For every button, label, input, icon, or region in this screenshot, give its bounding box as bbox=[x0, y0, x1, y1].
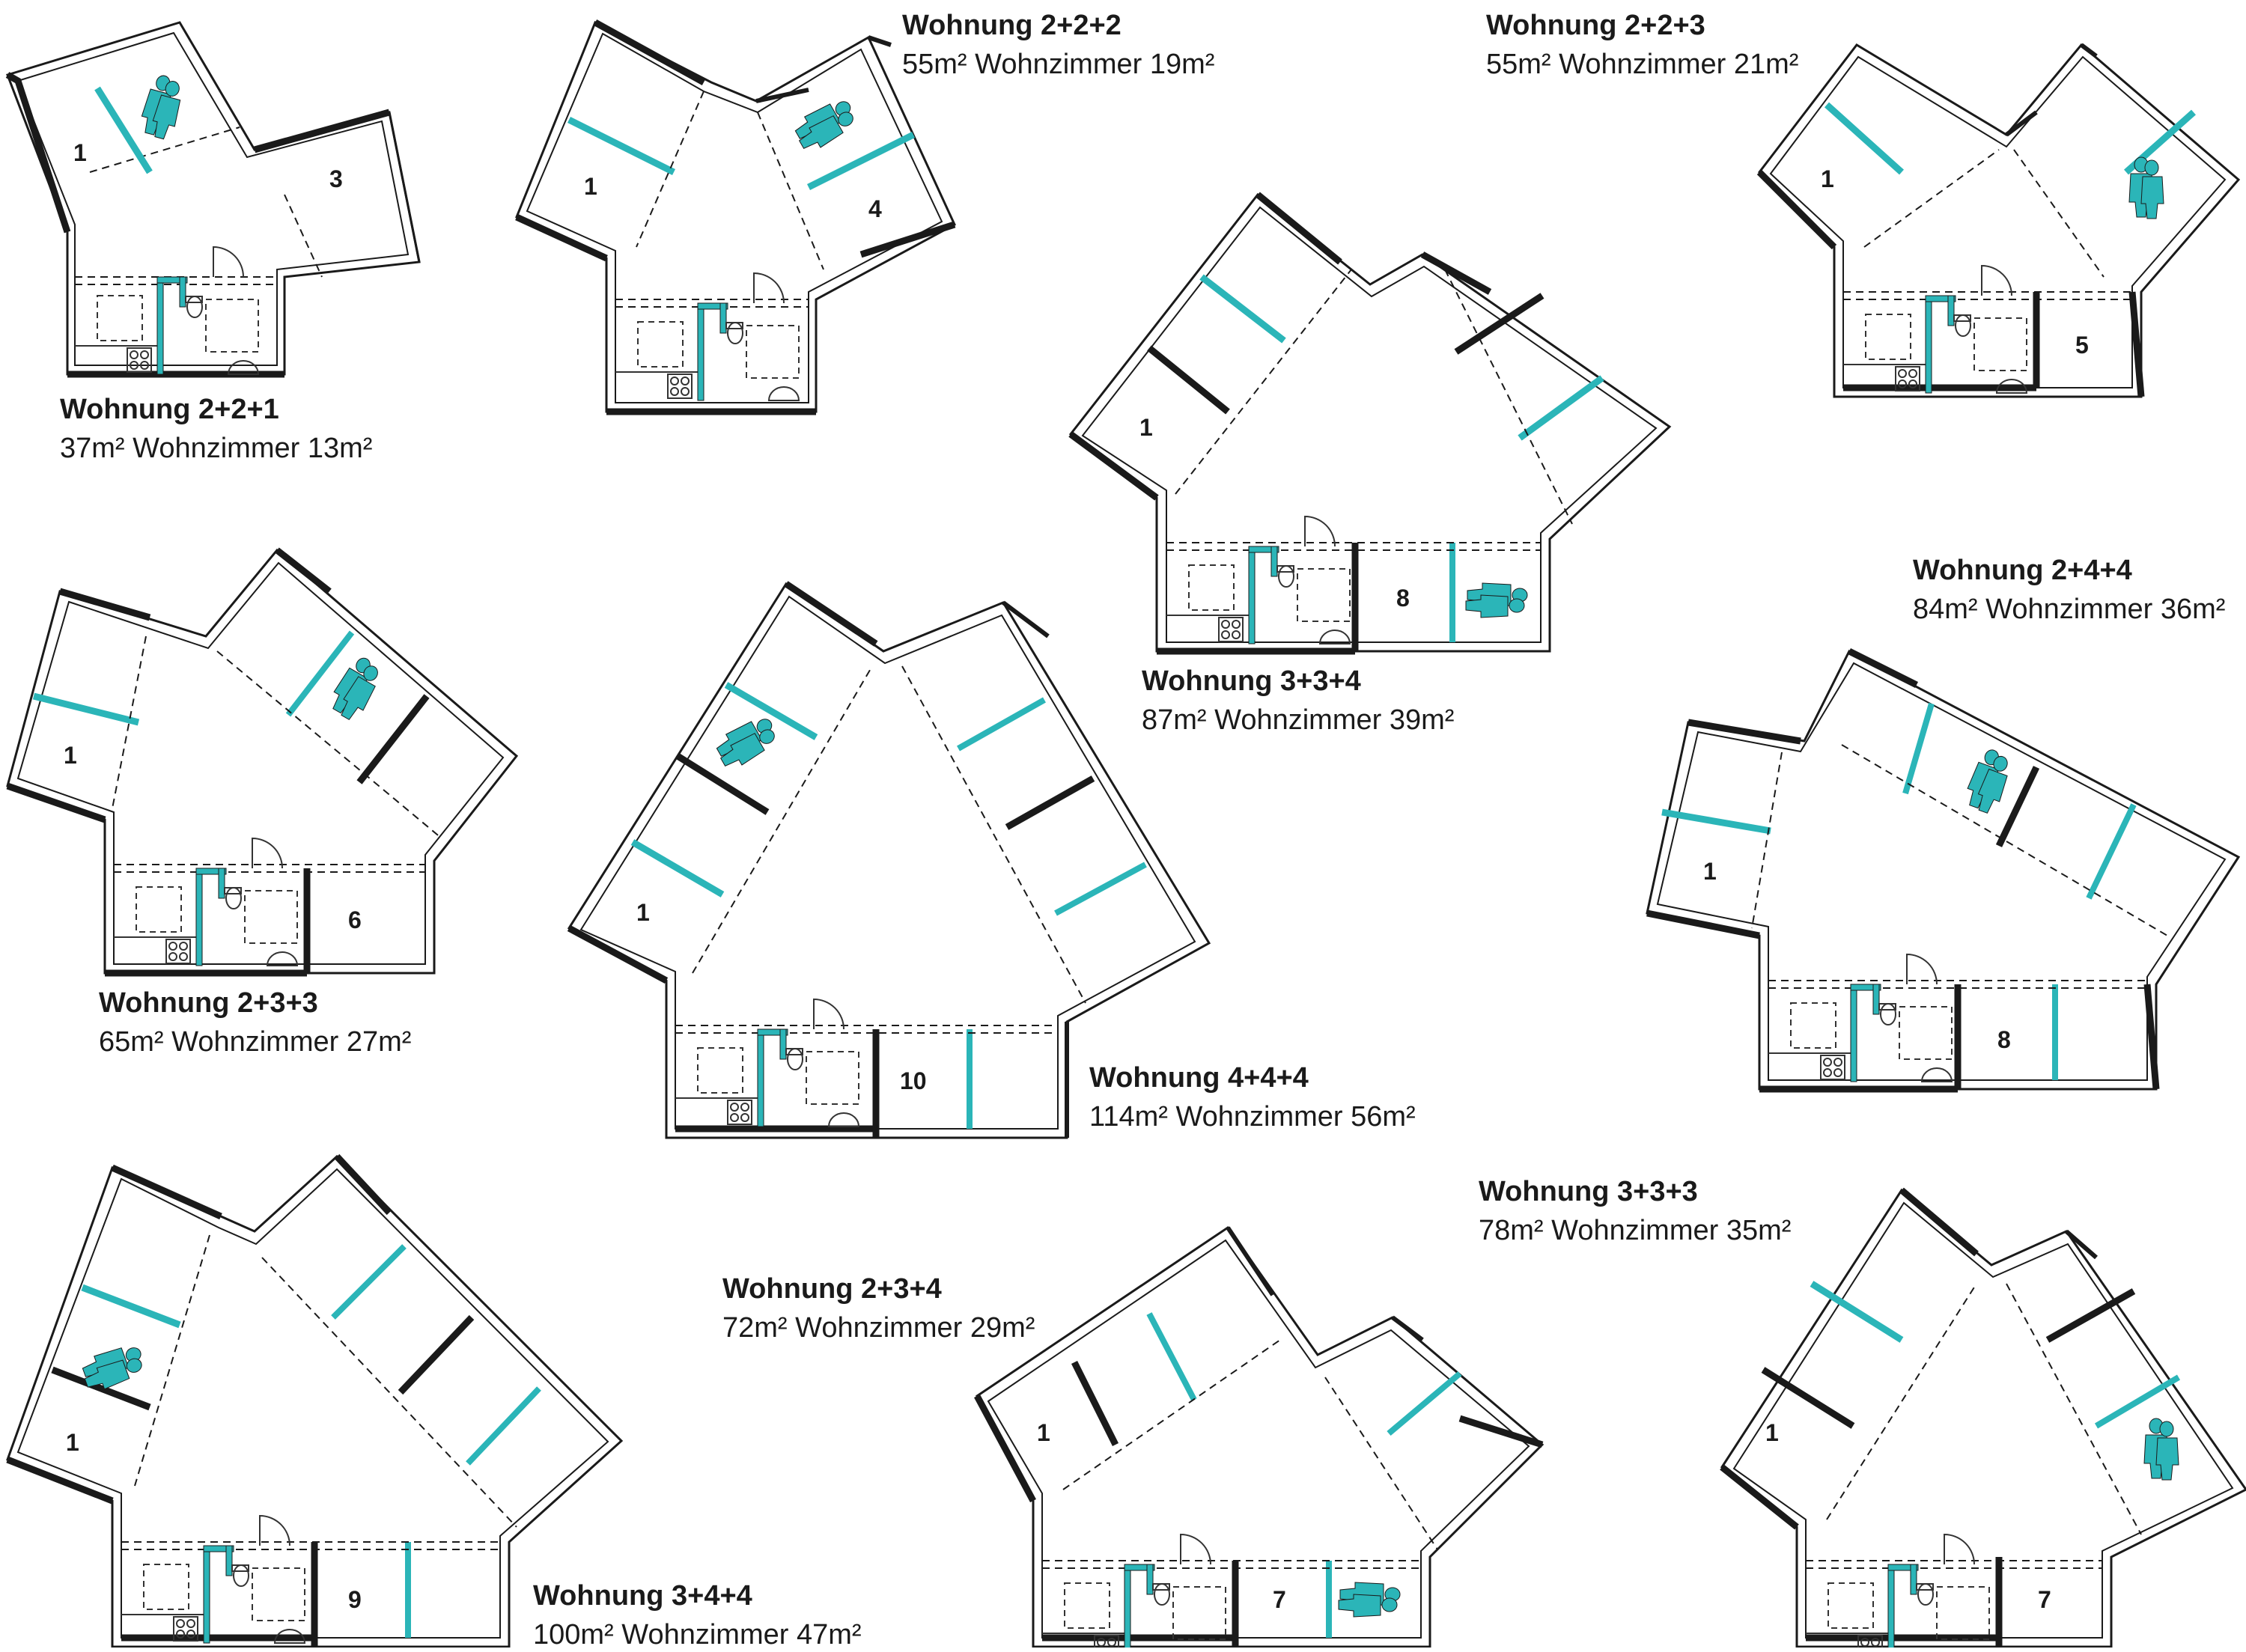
room-number: 1 bbox=[66, 1429, 79, 1456]
unit-title: Wohnung 2+3+4 bbox=[722, 1273, 942, 1305]
room-number: 1 bbox=[1139, 414, 1153, 441]
unit-area: 72m² bbox=[722, 1311, 788, 1344]
room-number: 5 bbox=[2075, 332, 2089, 359]
plan-2-2-1: 1 3 bbox=[5, 21, 421, 378]
room-number: 1 bbox=[1037, 1419, 1050, 1446]
unit-area: 65m² bbox=[99, 1025, 164, 1058]
unit-title: Wohnung 2+2+2 bbox=[902, 10, 1122, 41]
unit-title: Wohnung 3+3+3 bbox=[1479, 1176, 1698, 1207]
unit-living: Wohnzimmer 29m² bbox=[795, 1311, 1035, 1344]
unit-living: Wohnzimmer 35m² bbox=[1551, 1214, 1792, 1246]
unit-living: Wohnzimmer 36m² bbox=[1985, 593, 2226, 625]
unit-area: 114m² bbox=[1089, 1100, 1168, 1133]
room-number: 1 bbox=[1821, 165, 1834, 192]
room-number: 4 bbox=[868, 195, 882, 222]
room-number: 10 bbox=[900, 1067, 927, 1094]
unit-title: Wohnung 3+3+4 bbox=[1142, 665, 1361, 697]
caption-4-4-4: Wohnung 4+4+4 114m² Wohnzimmer 56m² bbox=[1089, 1061, 1416, 1134]
caption-2-3-3: Wohnung 2+3+3 65m² Wohnzimmer 27m² bbox=[99, 987, 411, 1059]
room-number: 7 bbox=[2038, 1586, 2051, 1613]
room-number: 6 bbox=[348, 906, 362, 933]
room-number: 1 bbox=[1703, 858, 1717, 885]
unit-area: 87m² bbox=[1142, 704, 1207, 736]
unit-area: 84m² bbox=[1913, 593, 1978, 625]
room-number: 3 bbox=[329, 165, 343, 192]
caption-2-4-4: Wohnung 2+4+4 84m² Wohnzimmer 36m² bbox=[1913, 554, 2225, 627]
unit-living: Wohnzimmer 21m² bbox=[1559, 48, 1799, 80]
plan-2-4-4: 1 8 bbox=[1646, 647, 2241, 1093]
room-number: 1 bbox=[64, 742, 77, 769]
unit-area: 55m² bbox=[1486, 48, 1551, 80]
plan-2-3-3: 1 6 bbox=[6, 547, 519, 977]
room-number: 8 bbox=[1997, 1026, 2011, 1053]
plan-2-3-4: 1 7 bbox=[974, 1225, 1544, 1648]
plan-3-3-4: 1 8 bbox=[1068, 192, 1672, 655]
unit-area: 55m² bbox=[902, 48, 967, 80]
room-number: 7 bbox=[1273, 1586, 1286, 1613]
caption-2-2-1: Wohnung 2+2+1 37m² Wohnzimmer 13m² bbox=[60, 393, 372, 466]
unit-living: Wohnzimmer 39m² bbox=[1214, 704, 1455, 736]
unit-area: 78m² bbox=[1479, 1214, 1544, 1246]
caption-3-3-4: Wohnung 3+3+4 87m² Wohnzimmer 39m² bbox=[1142, 665, 1454, 737]
plan-2-2-3: 1 5 bbox=[1756, 43, 2241, 398]
unit-title: Wohnung 2+4+4 bbox=[1913, 555, 2132, 586]
plan-2-2-2: 1 4 bbox=[515, 19, 956, 415]
unit-title: Wohnung 2+3+3 bbox=[99, 987, 318, 1019]
caption-2-2-3: Wohnung 2+2+3 55m² Wohnzimmer 21m² bbox=[1486, 9, 1798, 82]
unit-title: Wohnung 3+4+4 bbox=[533, 1580, 752, 1612]
room-number: 9 bbox=[348, 1586, 362, 1613]
room-number: 8 bbox=[1396, 585, 1410, 612]
unit-area: 100m² bbox=[533, 1618, 614, 1651]
caption-3-3-3: Wohnung 3+3+3 78m² Wohnzimmer 35m² bbox=[1479, 1175, 1791, 1248]
unit-living: Wohnzimmer 19m² bbox=[975, 48, 1215, 80]
unit-living: Wohnzimmer 47m² bbox=[621, 1618, 862, 1651]
room-number: 1 bbox=[584, 173, 597, 200]
unit-living: Wohnzimmer 13m² bbox=[133, 432, 373, 464]
room-number: 1 bbox=[1765, 1419, 1779, 1446]
caption-2-2-2: Wohnung 2+2+2 55m² Wohnzimmer 19m² bbox=[902, 9, 1214, 82]
caption-2-3-4: Wohnung 2+3+4 72m² Wohnzimmer 29m² bbox=[722, 1272, 1035, 1345]
unit-title: Wohnung 2+2+1 bbox=[60, 394, 279, 425]
room-number: 1 bbox=[73, 139, 87, 166]
plan-3-4-4: 1 9 bbox=[6, 1153, 624, 1648]
unit-area: 37m² bbox=[60, 432, 125, 464]
unit-living: Wohnzimmer 56m² bbox=[1175, 1100, 1416, 1133]
caption-3-4-4: Wohnung 3+4+4 100m² Wohnzimmer 47m² bbox=[533, 1579, 862, 1652]
plan-4-4-4: 1 10 bbox=[567, 581, 1211, 1139]
unit-title: Wohnung 4+4+4 bbox=[1089, 1062, 1309, 1094]
room-number: 1 bbox=[636, 899, 650, 926]
unit-title: Wohnung 2+2+3 bbox=[1486, 10, 1705, 41]
plan-3-3-3: 1 7 bbox=[1720, 1187, 2246, 1648]
unit-living: Wohnzimmer 27m² bbox=[171, 1025, 412, 1058]
